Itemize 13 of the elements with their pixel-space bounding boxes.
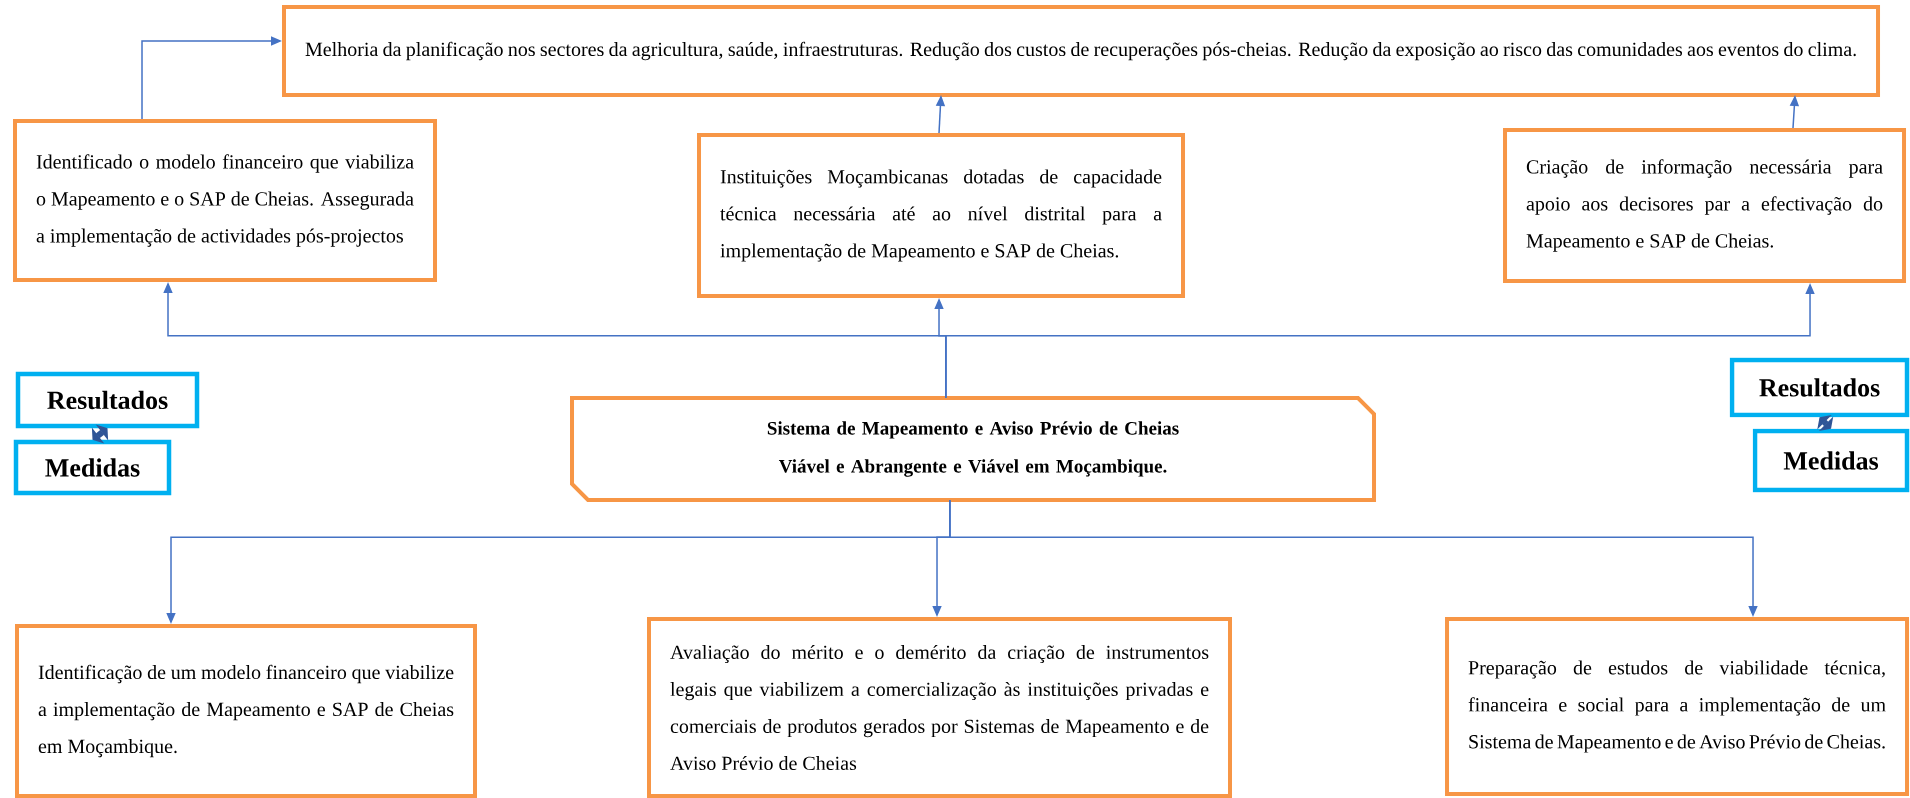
arrow bbox=[1817, 415, 1834, 431]
text-box: Instituições Moçambicanas dotadas de capacidade técnica necessária até ao nível distrital para a implementação de Mapeamento e SAP de Cheias. bbox=[697, 133, 1185, 298]
label-box: Resultados bbox=[15, 371, 200, 429]
text-box: Identificação de um modelo financeiro que viabilize a implementação de Mapeamento e SAP de Cheias em Moçambique. bbox=[15, 624, 477, 798]
text-box: Criação de informação necessária para apoio aos decisores par a efectivação do Mapeamento e SAP de Cheias. bbox=[1503, 128, 1906, 283]
label-box: Medidas bbox=[13, 439, 172, 496]
text-box: Avaliação do mérito e o demérito da criação de instrumentos legais que viabilizem a comercialização às instituições privadas e comerciais de produtos gerados por Sistemas de Mapeamento e de Aviso Prévio de Cheias bbox=[647, 617, 1232, 798]
label-box: Resultados bbox=[1729, 357, 1910, 418]
notched-box: Sistema de Mapeamento e Aviso Prévio de Cheias Viável e Abrangente e Viável em Moçambique. bbox=[570, 396, 1376, 502]
text-box: Melhoria da planificação nos sectores da agricultura, saúde, infraestruturas. Redução dos custos de recuperações pós-cheias. Redução da exposição ao risco das comunidades aos eventos do clima. bbox=[282, 5, 1880, 97]
label-box: Medidas bbox=[1752, 428, 1910, 493]
text-box: Preparação de estudos de viabilidade técnica, financeira e social para a implementação de um Sistema de Mapeamento e de Aviso Prévio de Cheias. bbox=[1445, 617, 1909, 796]
text-box: Identificado o modelo financeiro que viabiliza o Mapeamento e o SAP de Cheias. Assegurada a implementação de actividades pós-projectos bbox=[13, 119, 437, 282]
